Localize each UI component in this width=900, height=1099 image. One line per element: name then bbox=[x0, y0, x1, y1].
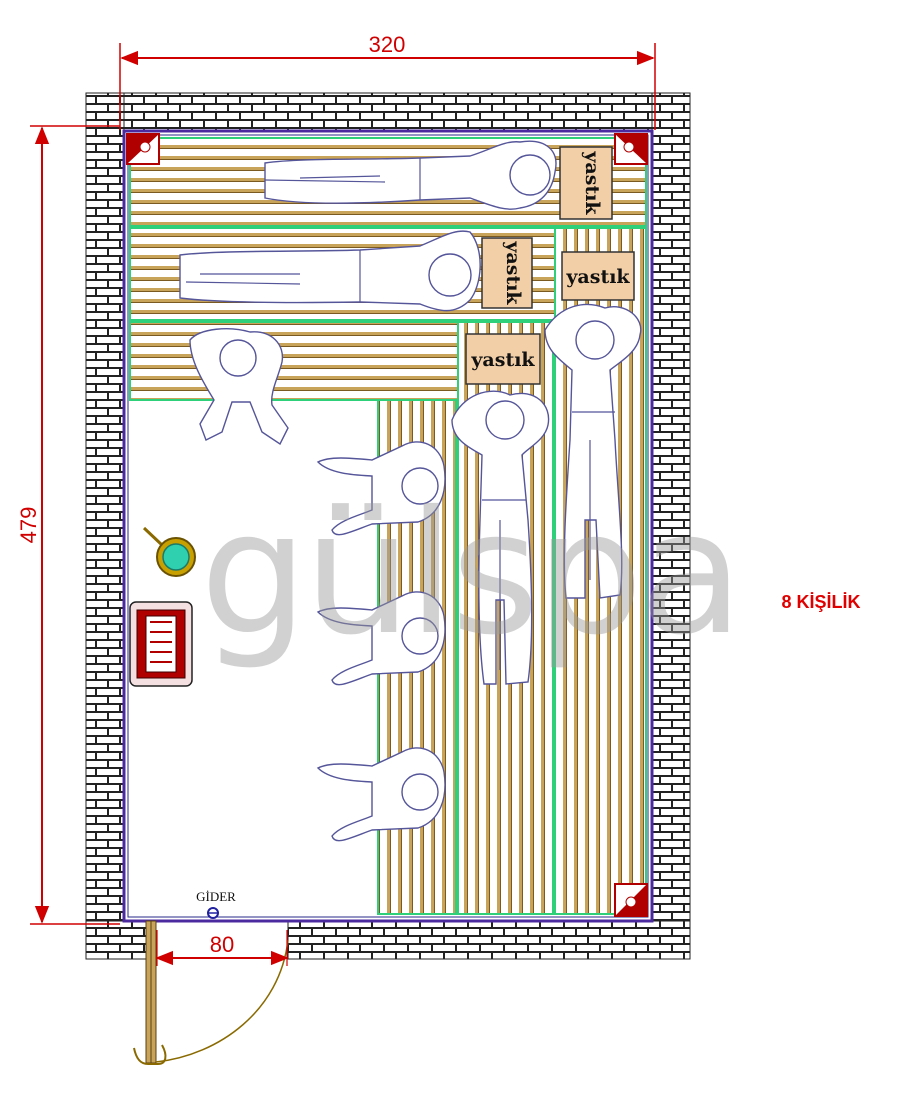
floor-drain: GİDER bbox=[196, 889, 236, 919]
pillow-1: yastık bbox=[559, 146, 613, 220]
pillow-3: yastık bbox=[561, 251, 635, 301]
corner-light-top-left bbox=[126, 133, 160, 165]
sauna-heater bbox=[129, 601, 193, 687]
width-label: 320 bbox=[369, 32, 406, 57]
drain-label: GİDER bbox=[196, 889, 236, 904]
person-lying-4 bbox=[451, 390, 550, 685]
brick-walls bbox=[85, 92, 691, 960]
dimension-door: 80 bbox=[155, 930, 289, 966]
watermark: gülspa bbox=[200, 475, 740, 673]
dimension-height: 479 bbox=[16, 125, 120, 925]
door-width-label: 80 bbox=[210, 932, 234, 957]
pillow-label-3: yastık bbox=[565, 266, 630, 288]
person-lying-2 bbox=[179, 230, 481, 312]
person-lying-1 bbox=[264, 140, 557, 210]
bucket-icon bbox=[142, 526, 196, 577]
capacity-label: 8 KİŞİLİK bbox=[781, 592, 860, 612]
person-sitting-4 bbox=[316, 747, 446, 842]
dimension-width: 320 bbox=[119, 32, 656, 130]
pillow-4: yastık bbox=[465, 333, 541, 385]
pillow-label-1: yastık bbox=[581, 150, 603, 215]
person-sitting-3 bbox=[316, 591, 446, 686]
corner-light-top-right bbox=[614, 133, 648, 165]
corner-light-bottom-right bbox=[614, 883, 648, 917]
person-sitting-1 bbox=[189, 328, 289, 446]
pillow-label-4: yastık bbox=[470, 349, 535, 371]
person-lying-3 bbox=[544, 303, 642, 599]
pillow-2: yastık bbox=[481, 237, 533, 309]
person-sitting-2 bbox=[316, 441, 446, 536]
height-label: 479 bbox=[16, 507, 41, 544]
pillow-label-2: yastık bbox=[502, 240, 524, 305]
